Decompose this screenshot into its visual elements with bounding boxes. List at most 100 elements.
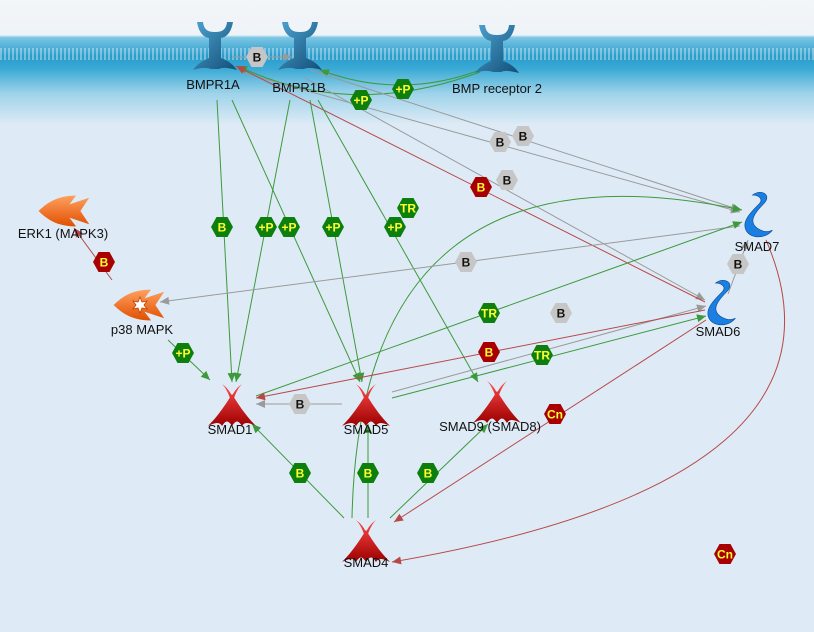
hexagon-icon	[392, 79, 414, 99]
node-label: SMAD4	[344, 555, 389, 570]
smad-protein-icon	[342, 384, 390, 426]
node-smad7[interactable]: SMAD7	[735, 192, 780, 254]
mechanism-badge[interactable]: +P	[255, 217, 277, 237]
mechanism-badge[interactable]: B	[470, 177, 492, 197]
smad-protein-icon	[473, 381, 521, 423]
badge-label: TR	[534, 349, 550, 363]
smad-protein-icon	[342, 520, 390, 562]
badge-label: +P	[325, 221, 340, 235]
mechanism-badge[interactable]: B	[496, 170, 518, 190]
mechanism-badge[interactable]: B	[417, 463, 439, 483]
receptor-icon	[278, 22, 322, 70]
node-label: SMAD7	[735, 239, 780, 254]
hexagon-icon	[478, 303, 500, 323]
node-bmpr2[interactable]: BMP receptor 2	[452, 25, 542, 96]
edge-bmpr1b-smad9[interactable]	[317, 99, 479, 383]
badge-label: B	[100, 256, 109, 270]
node-label: BMP receptor 2	[452, 81, 542, 96]
hexagon-icon	[417, 463, 439, 483]
mechanism-badge[interactable]: B	[512, 126, 534, 146]
badge-label: +P	[175, 347, 190, 361]
mechanism-badge[interactable]: B	[289, 463, 311, 483]
arrowhead-icon	[394, 513, 404, 522]
edge-smad6-bmpr1a[interactable]	[235, 65, 706, 303]
hexagon-icon	[455, 252, 477, 272]
arrowhead-icon	[696, 314, 706, 323]
badge-label: B	[485, 346, 494, 360]
mechanism-badge[interactable]: B	[246, 47, 268, 67]
badge-label: B	[557, 307, 566, 321]
hexagon-icon	[322, 217, 344, 237]
edge-bmpr1b-smad1[interactable]	[235, 99, 291, 383]
badge-label: B	[477, 181, 486, 195]
hexagon-icon	[289, 463, 311, 483]
arrowhead-icon	[236, 66, 246, 74]
arrowhead-icon	[741, 240, 749, 250]
node-erk1[interactable]: ERK1 (MAPK3)	[18, 195, 108, 241]
node-label: BMPR1B	[272, 80, 325, 95]
hexagon-icon	[512, 126, 534, 146]
mechanism-badge[interactable]: B	[93, 252, 115, 272]
edge-bmpr1a-smad5[interactable]	[231, 99, 361, 383]
hexagon-icon	[255, 217, 277, 237]
mechanism-badge[interactable]: B	[478, 342, 500, 362]
edge-smad7-smad4[interactable]	[391, 239, 785, 563]
hexagon-icon	[496, 170, 518, 190]
receptor-icon	[193, 22, 237, 70]
edge-smad1-smad7[interactable]	[255, 221, 743, 397]
node-label: ERK1 (MAPK3)	[18, 226, 108, 241]
arrowhead-icon	[283, 53, 292, 61]
node-bmpr1b[interactable]: BMPR1B	[272, 22, 326, 95]
badge-label: B	[503, 174, 512, 188]
mechanism-badge[interactable]: +P	[278, 217, 300, 237]
arrowhead-icon	[732, 221, 742, 229]
node-p38[interactable]: p38 MAPK	[111, 289, 173, 337]
mechanism-badge[interactable]: Cn	[544, 404, 566, 424]
badge-label: B	[218, 221, 227, 235]
mechanism-badge[interactable]: B	[211, 217, 233, 237]
mechanism-badge[interactable]: +P	[172, 343, 194, 363]
edge-bmpr1b-smad5[interactable]	[309, 99, 363, 383]
mechanism-badge[interactable]: +P	[392, 79, 414, 99]
cell-membrane	[0, 0, 814, 125]
mechanism-badge[interactable]: B	[550, 303, 572, 323]
kinase-icon	[38, 195, 90, 227]
mechanism-badge[interactable]: Cn	[714, 544, 736, 564]
hexagon-icon	[384, 217, 406, 237]
mechanism-badge[interactable]: B	[357, 463, 379, 483]
mechanism-badge[interactable]: B	[727, 254, 749, 274]
node-label: SMAD5	[344, 422, 389, 437]
edge-bmpr1a-smad1[interactable]	[216, 99, 233, 383]
mechanism-badge[interactable]: B	[489, 132, 511, 152]
mechanism-badge[interactable]: +P	[350, 90, 372, 110]
hexagon-icon	[478, 342, 500, 362]
node-bmpr1a[interactable]: BMPR1A	[186, 22, 240, 92]
badge-label: B	[296, 467, 305, 481]
mechanism-badge[interactable]: B	[455, 252, 477, 272]
mechanism-badge[interactable]: B	[289, 394, 311, 414]
node-smad5[interactable]: SMAD5	[342, 384, 390, 437]
badge-label: B	[462, 256, 471, 270]
node-smad6[interactable]: SMAD6	[696, 280, 741, 339]
node-smad9[interactable]: SMAD9 (SMAD8)	[439, 381, 541, 434]
badge-label: B	[253, 51, 262, 65]
arrowhead-icon	[160, 296, 170, 305]
hexagon-icon	[93, 252, 115, 272]
hexagon-icon	[357, 463, 379, 483]
badge-label: TR	[481, 307, 497, 321]
edge-smad4-smad9[interactable]	[389, 423, 489, 519]
node-smad1[interactable]: SMAD1	[208, 384, 256, 437]
hexagon-icon	[289, 394, 311, 414]
arrowhead-icon	[227, 372, 236, 382]
hexagon-icon	[714, 544, 736, 564]
mechanism-badge[interactable]: TR	[531, 345, 553, 365]
arrowhead-icon	[200, 370, 210, 380]
mechanism-badge[interactable]: TR	[478, 303, 500, 323]
mechanism-badge[interactable]: +P	[384, 217, 406, 237]
mechanism-badge[interactable]: +P	[322, 217, 344, 237]
edge-smad7-p38[interactable]	[159, 225, 741, 303]
membrane-lipid-heads	[0, 48, 814, 60]
node-smad4[interactable]: SMAD4	[342, 520, 390, 570]
mechanism-badge[interactable]: TR	[397, 198, 419, 218]
